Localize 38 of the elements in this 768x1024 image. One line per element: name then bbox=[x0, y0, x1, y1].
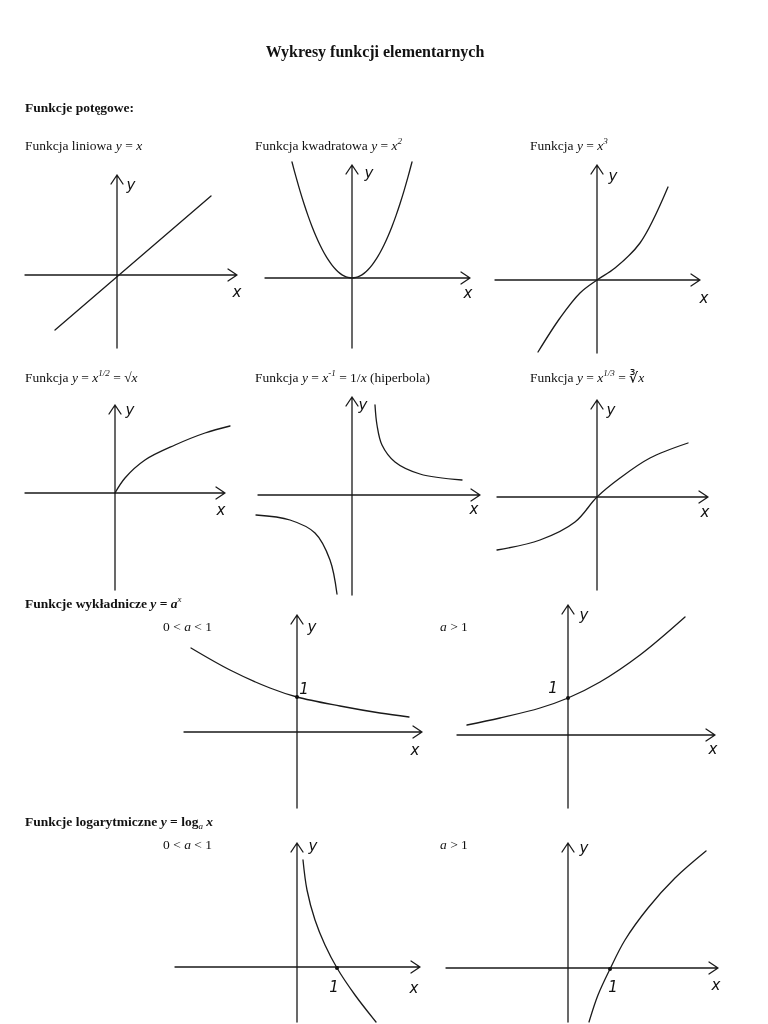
axis-label: y bbox=[307, 619, 317, 635]
plot-caption: Funkcja y = x$^{1/2}$ = √x bbox=[25, 369, 138, 387]
plot-caption: Funkcja y = x$^{-1}$ = 1/x (hiperbola) bbox=[255, 369, 430, 387]
page-title: Wykresy funkcji elementarnych bbox=[264, 42, 486, 62]
section-heading: Funkcje logarytmiczne y = log$_{a}$ x bbox=[25, 813, 214, 831]
section-heading: Funkcje potęgowe: bbox=[25, 99, 135, 117]
axis-label: x bbox=[232, 284, 242, 300]
condition-label: 0 < a < 1 bbox=[163, 836, 212, 854]
axis-label: y bbox=[579, 840, 589, 856]
axis-label: x bbox=[708, 741, 718, 757]
condition-label: a > 1 bbox=[440, 618, 468, 636]
axis-label: x bbox=[699, 290, 709, 306]
condition-label: 0 < a < 1 bbox=[163, 618, 212, 636]
tick-label: 1 bbox=[548, 680, 558, 696]
axis-label: x bbox=[711, 977, 721, 993]
tick-label: 1 bbox=[608, 979, 618, 995]
plot-caption: Funkcja y = x$^{3}$ bbox=[530, 137, 608, 155]
plot-caption: Funkcja kwadratowa y = x$^{2}$ bbox=[255, 137, 403, 155]
axis-label: y bbox=[608, 168, 618, 184]
tick-label: 1 bbox=[299, 681, 309, 697]
axis-label: x bbox=[216, 502, 226, 518]
axis-label: y bbox=[125, 402, 135, 418]
axis-label: x bbox=[409, 980, 419, 996]
axis-label: x bbox=[700, 504, 710, 520]
axis-label: x bbox=[463, 285, 473, 301]
axis-label: x bbox=[410, 742, 420, 758]
plot-caption: Funkcja y = x$^{1/3}$ = ∛x bbox=[530, 369, 645, 387]
axis-label: y bbox=[126, 177, 136, 193]
axis-label: y bbox=[606, 402, 616, 418]
plot-caption: Funkcja liniowa y = x bbox=[25, 137, 143, 155]
tick-label: 1 bbox=[329, 979, 339, 995]
section-heading: Funkcje wykładnicze y = a$^{x}$ bbox=[25, 595, 182, 613]
axis-label: y bbox=[364, 165, 374, 181]
axis-label: y bbox=[579, 607, 589, 623]
axis-label: y bbox=[308, 838, 318, 854]
axis-label: y bbox=[358, 397, 368, 413]
condition-label: a > 1 bbox=[440, 836, 468, 854]
axis-label: x bbox=[469, 501, 479, 517]
